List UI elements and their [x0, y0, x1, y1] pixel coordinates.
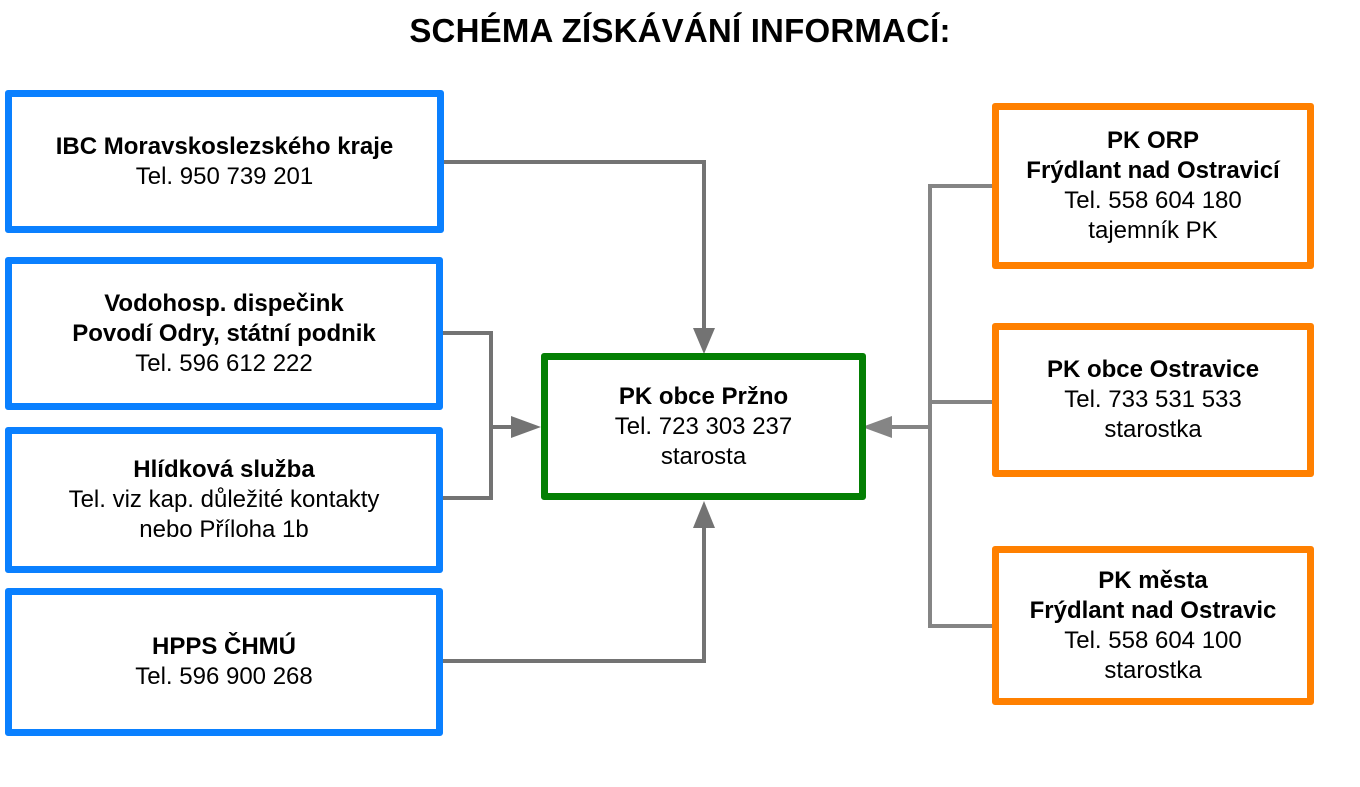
center-box-przno: PK obce Pržno Tel. 723 303 237 starosta	[541, 353, 866, 500]
box-heading: PK ORP	[1106, 127, 1199, 154]
arrowhead-left	[862, 416, 892, 438]
box-note: nebo Příloha 1b	[139, 516, 309, 543]
box-subheading: Frýdlant nad Ostravicí	[1026, 157, 1280, 184]
source-box-hlidkova: Hlídková služba Tel. viz kap. důležité k…	[5, 427, 443, 573]
right-box-frydlant-mesto: PK města Frýdlant nad Ostravic Tel. 558 …	[992, 546, 1314, 705]
box-role: tajemník PK	[1088, 217, 1218, 244]
connector-ibc	[442, 160, 706, 328]
box-subheading: Frýdlant nad Ostravic	[1029, 596, 1277, 624]
box-role: starosta	[660, 442, 747, 470]
arrowhead-up	[693, 501, 715, 528]
connector-vodohosp	[442, 331, 493, 500]
box-heading: IBC Moravskoslezského kraje	[55, 132, 394, 160]
box-phone: Tel. 723 303 237	[614, 412, 793, 440]
source-box-ibc: IBC Moravskoslezského kraje Tel. 950 739…	[5, 90, 444, 233]
box-heading: PK obce Pržno	[618, 382, 789, 410]
diagram-title: SCHÉMA ZÍSKÁVÁNÍ INFORMACÍ:	[409, 12, 951, 49]
arrowhead-right	[511, 416, 541, 438]
box-phone: Tel. 558 604 180	[1064, 187, 1242, 214]
box-heading: Hlídková služba	[133, 456, 315, 483]
right-box-orp: PK ORP Frýdlant nad Ostravicí Tel. 558 6…	[992, 103, 1314, 269]
connector-right-bus	[928, 184, 993, 628]
arrowhead-down	[693, 328, 715, 354]
box-role: starostka	[1104, 656, 1202, 684]
box-phone: Tel. 596 612 222	[135, 349, 313, 377]
right-box-ostravice: PK obce Ostravice Tel. 733 531 533 staro…	[992, 323, 1314, 477]
source-box-vodohosp: Vodohosp. dispečink Povodí Odry, státní …	[5, 257, 443, 410]
box-heading: PK obce Ostravice	[1046, 356, 1260, 383]
box-subheading: Povodí Odry, státní podnik	[72, 319, 376, 347]
box-phone: Tel. 733 531 533	[1064, 386, 1242, 413]
box-heading: Vodohosp. dispečink	[104, 289, 344, 317]
box-phone: Tel. 558 604 100	[1064, 626, 1242, 654]
box-heading: HPPS ČHMÚ	[151, 633, 296, 660]
box-phone: Tel. 596 900 268	[135, 663, 313, 690]
box-phone: Tel. 950 739 201	[135, 162, 314, 190]
source-box-hpps: HPPS ČHMÚ Tel. 596 900 268	[5, 588, 443, 736]
box-heading: PK města	[1098, 566, 1208, 594]
connector-hpps	[442, 528, 706, 663]
box-phone: Tel. viz kap. důležité kontakty	[68, 486, 380, 513]
box-role: starostka	[1104, 416, 1202, 443]
